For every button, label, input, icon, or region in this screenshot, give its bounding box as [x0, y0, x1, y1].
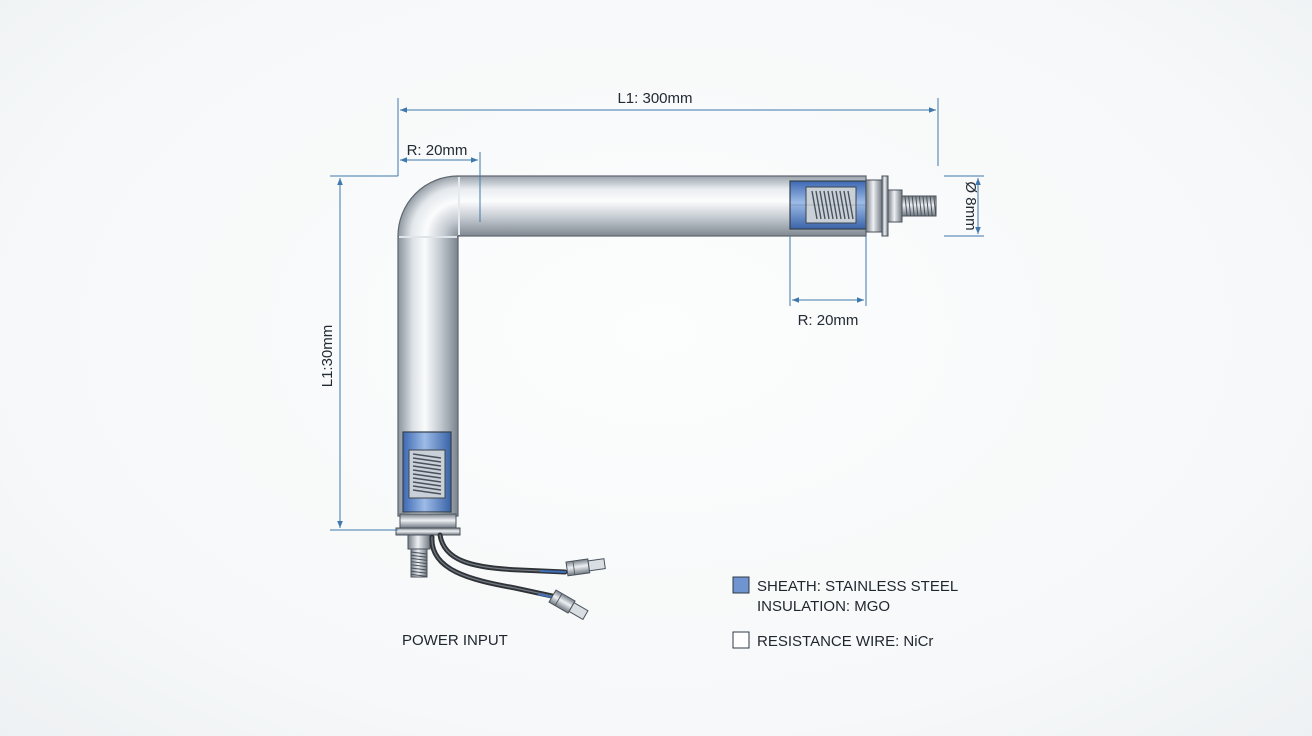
legend-swatch-sheath: [732, 576, 750, 594]
top-radius-label: R: 20mm: [407, 142, 468, 159]
legend: SHEATH: STAINLESS STEEL INSULATION: MGO …: [732, 576, 958, 650]
bottom-terminal-assembly: [395, 431, 606, 621]
bottom-resistance-coil: [412, 453, 442, 495]
dimensions: [330, 98, 984, 531]
right-radius-label: R: 20mm: [798, 312, 859, 329]
bottom-nut: [407, 534, 431, 550]
legend-insulation-label: INSULATION: MGO: [757, 598, 890, 615]
right-terminal-assembly: [789, 175, 937, 237]
legend-sheath-label: SHEATH: STAINLESS STEEL: [757, 578, 958, 595]
spade-connector-1: [565, 558, 606, 577]
lead-wires: [429, 532, 606, 621]
legend-resistance-wire-label: RESISTANCE WIRE: NiCr: [757, 633, 933, 650]
power-input-label: POWER INPUT: [402, 632, 508, 649]
right-nut: [887, 189, 903, 223]
tube-bend: [398, 176, 458, 236]
left-length-label: L1:30mm: [319, 325, 336, 388]
right-resistance-coil: [811, 190, 854, 220]
right-flange: [865, 179, 883, 233]
diameter-label: Ø 8mm: [962, 181, 979, 230]
legend-swatch-resistance-wire: [732, 631, 750, 649]
bottom-flange: [399, 513, 457, 529]
spade-connector-2: [548, 589, 589, 621]
top-length-label: L1: 300mm: [617, 90, 692, 107]
